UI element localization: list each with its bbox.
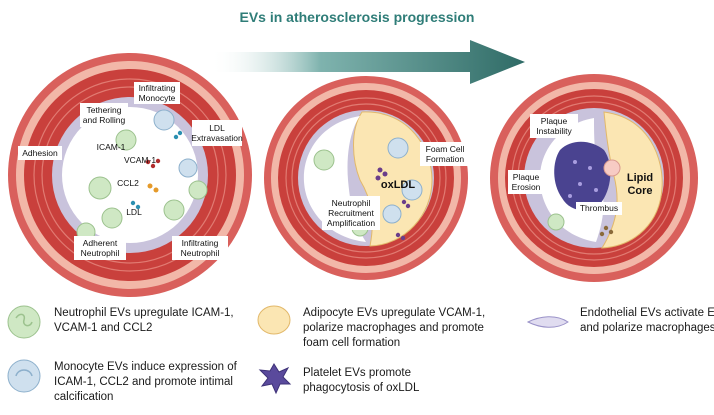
platelet-stars [568,160,598,198]
label-thrombus: Thrombus [580,203,618,213]
legend-item-platelet: Platelet EVs promote phagocytosis of oxL… [258,363,420,395]
label-adherent-neutrophil-1: Adherent [83,238,118,248]
legend-text-line: and polarize macrophages [580,322,714,334]
label-box [134,82,180,104]
vessel-early-stage [8,53,252,297]
vessel-lumen [62,107,198,243]
endothelial-cell-icon [526,316,569,328]
monocyte-icon [7,359,41,393]
label-lipid-core-2: Core [627,185,652,197]
label-box [18,146,62,160]
legend: Neutrophil EVs upregulate ICAM-1, VCAM-1… [7,305,714,403]
legend-text-line: Endothelial EVs activate ECs [580,307,714,319]
macrophage-cells [382,137,423,224]
neutrophil-icon [7,305,41,339]
label-box [192,120,242,146]
diagram-title: EVs in atherosclerosis progression [240,9,475,25]
adipocyte-icon [257,305,291,335]
label-infiltrating-monocyte-2: Monocyte [139,93,176,103]
oxldl-particles [375,167,411,241]
label-infiltrating-monocyte-1: Infiltrating [139,83,176,93]
label-infiltrating-neutrophil-1: Infiltrating [182,238,219,248]
label-tethering-1: Tethering [87,105,122,115]
monocyte-cells [153,109,198,178]
label-box [508,170,544,194]
label-neutrophil-recruitment-1: Neutrophil [332,198,371,208]
legend-text-line: Monocyte EVs induce expression of [54,361,238,373]
legend-text-line: Platelet EVs promote [303,367,411,379]
left-labels: Infiltrating Monocyte Tethering and Roll… [18,82,243,260]
ev-particles-left [130,130,183,210]
legend-text-line: Neutrophil EVs upregulate ICAM-1, [54,307,234,319]
label-lipid-core-1: Lipid [627,172,653,184]
label-adhesion: Adhesion [22,148,58,158]
label-box [576,202,622,215]
label-adherent-neutrophil-2: Neutrophil [81,248,120,258]
label-ccl2: CCL2 [117,178,139,188]
label-oxldl: oxLDL [381,179,416,191]
label-neutrophil-recruitment-3: Amplification [327,218,375,228]
label-tethering-2: and Rolling [83,115,126,125]
legend-item-neutrophil: Neutrophil EVs upregulate ICAM-1, VCAM-1… [7,305,234,339]
label-plaque-erosion-1: Plaque [513,172,540,182]
label-box [74,236,126,260]
thrombus [554,141,611,211]
label-plaque-instability-2: Instability [536,126,572,136]
label-foam-cell-1: Foam Cell [426,144,465,154]
legend-text-line: calcification [54,391,113,403]
label-ldl: LDL [126,207,142,217]
legend-text-line: phagocytosis of oxLDL [303,382,420,394]
label-box [172,236,228,260]
legend-text-line: ICAM-1, CCL2 and promote intimal [54,376,233,388]
legend-text-line: foam cell formation [303,337,400,349]
label-neutrophil-recruitment-2: Recruitment [328,208,374,218]
label-icam: ICAM-1 [97,142,126,152]
label-box [530,114,578,138]
vessel-intermediate-stage [264,76,468,280]
label-ldl-extravasation-1: LDL [209,123,225,133]
label-box [420,142,470,166]
progression-arrow [210,40,525,84]
right-labels: Plaque Instability Plaque Erosion Thromb… [508,114,653,215]
oxldl-particles [599,225,614,237]
label-ldl-extravasation-2: Extravasation [191,133,243,143]
platelet-icon [258,363,292,395]
neutrophil-cells [547,159,621,231]
label-vcam: VCAM-1 [124,155,156,165]
label-infiltrating-neutrophil-2: Neutrophil [181,248,220,258]
legend-text-line: Adipocyte EVs upregulate VCAM-1, [303,307,485,319]
legend-text-line: polarize macrophages and promote [303,322,484,334]
legend-item-endothelial: Endothelial EVs activate ECs and polariz… [526,307,714,334]
label-box [322,196,380,230]
label-plaque-instability-1: Plaque [541,116,568,126]
legend-text-line: VCAM-1 and CCL2 [54,322,152,334]
label-box [80,103,128,127]
label-plaque-erosion-2: Erosion [512,182,541,192]
legend-item-adipocyte: Adipocyte EVs upregulate VCAM-1, polariz… [257,305,485,349]
middle-labels: Foam Cell Formation oxLDL Neutrophil Rec… [322,142,470,230]
legend-item-monocyte: Monocyte EVs induce expression of ICAM-1… [7,359,238,403]
label-foam-cell-2: Formation [426,154,465,164]
